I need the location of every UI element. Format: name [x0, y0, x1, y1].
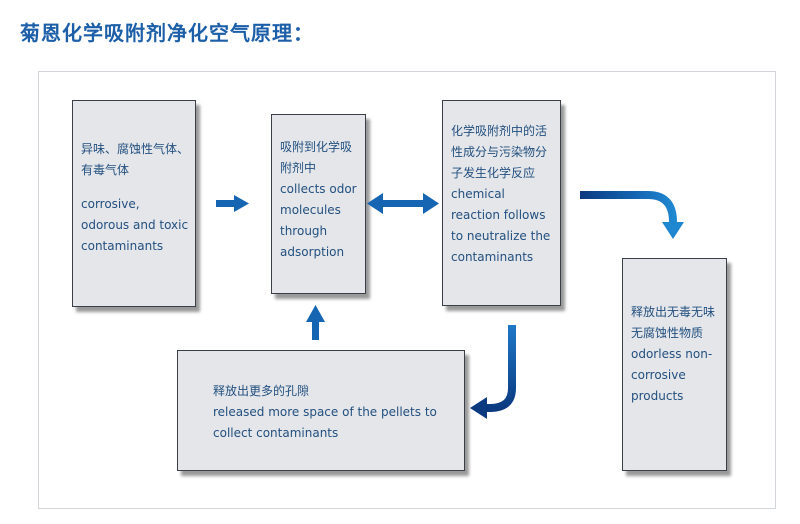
contaminants-en: corrosive, odorous and toxic contaminant…	[81, 197, 189, 253]
adsorption-box: 吸附到化学吸附剂中 collects odor molecules throug…	[271, 114, 366, 294]
regeneration-zh: 释放出更多的孔隙	[213, 384, 310, 398]
contaminants-zh: 异味、腐蚀性气体、有毒气体	[81, 142, 190, 177]
regeneration-en: released more space of the pellets to co…	[213, 405, 437, 440]
reaction-en: chemical reaction follows to neutralize …	[451, 187, 551, 264]
products-en: odorless non-corrosive products	[631, 347, 713, 403]
reaction-zh: 化学吸附剂中的活性成分与污染物分子发生化学反应	[451, 124, 548, 180]
reaction-box: 化学吸附剂中的活性成分与污染物分子发生化学反应 chemical reactio…	[442, 100, 561, 306]
products-zh: 释放出无毒无味无腐蚀性物质	[631, 305, 716, 340]
regeneration-box: 释放出更多的孔隙 released more space of the pell…	[177, 350, 465, 471]
adsorption-zh: 吸附到化学吸附剂中	[280, 140, 353, 175]
diagram-title: 菊恩化学吸附剂净化空气原理：	[20, 21, 314, 45]
products-box: 释放出无毒无味无腐蚀性物质 odorless non-corrosive pro…	[622, 258, 727, 471]
adsorption-en: collects odor molecules through adsorpti…	[280, 182, 357, 259]
contaminants-box: 异味、腐蚀性气体、有毒气体 corrosive, odorous and tox…	[72, 100, 196, 307]
